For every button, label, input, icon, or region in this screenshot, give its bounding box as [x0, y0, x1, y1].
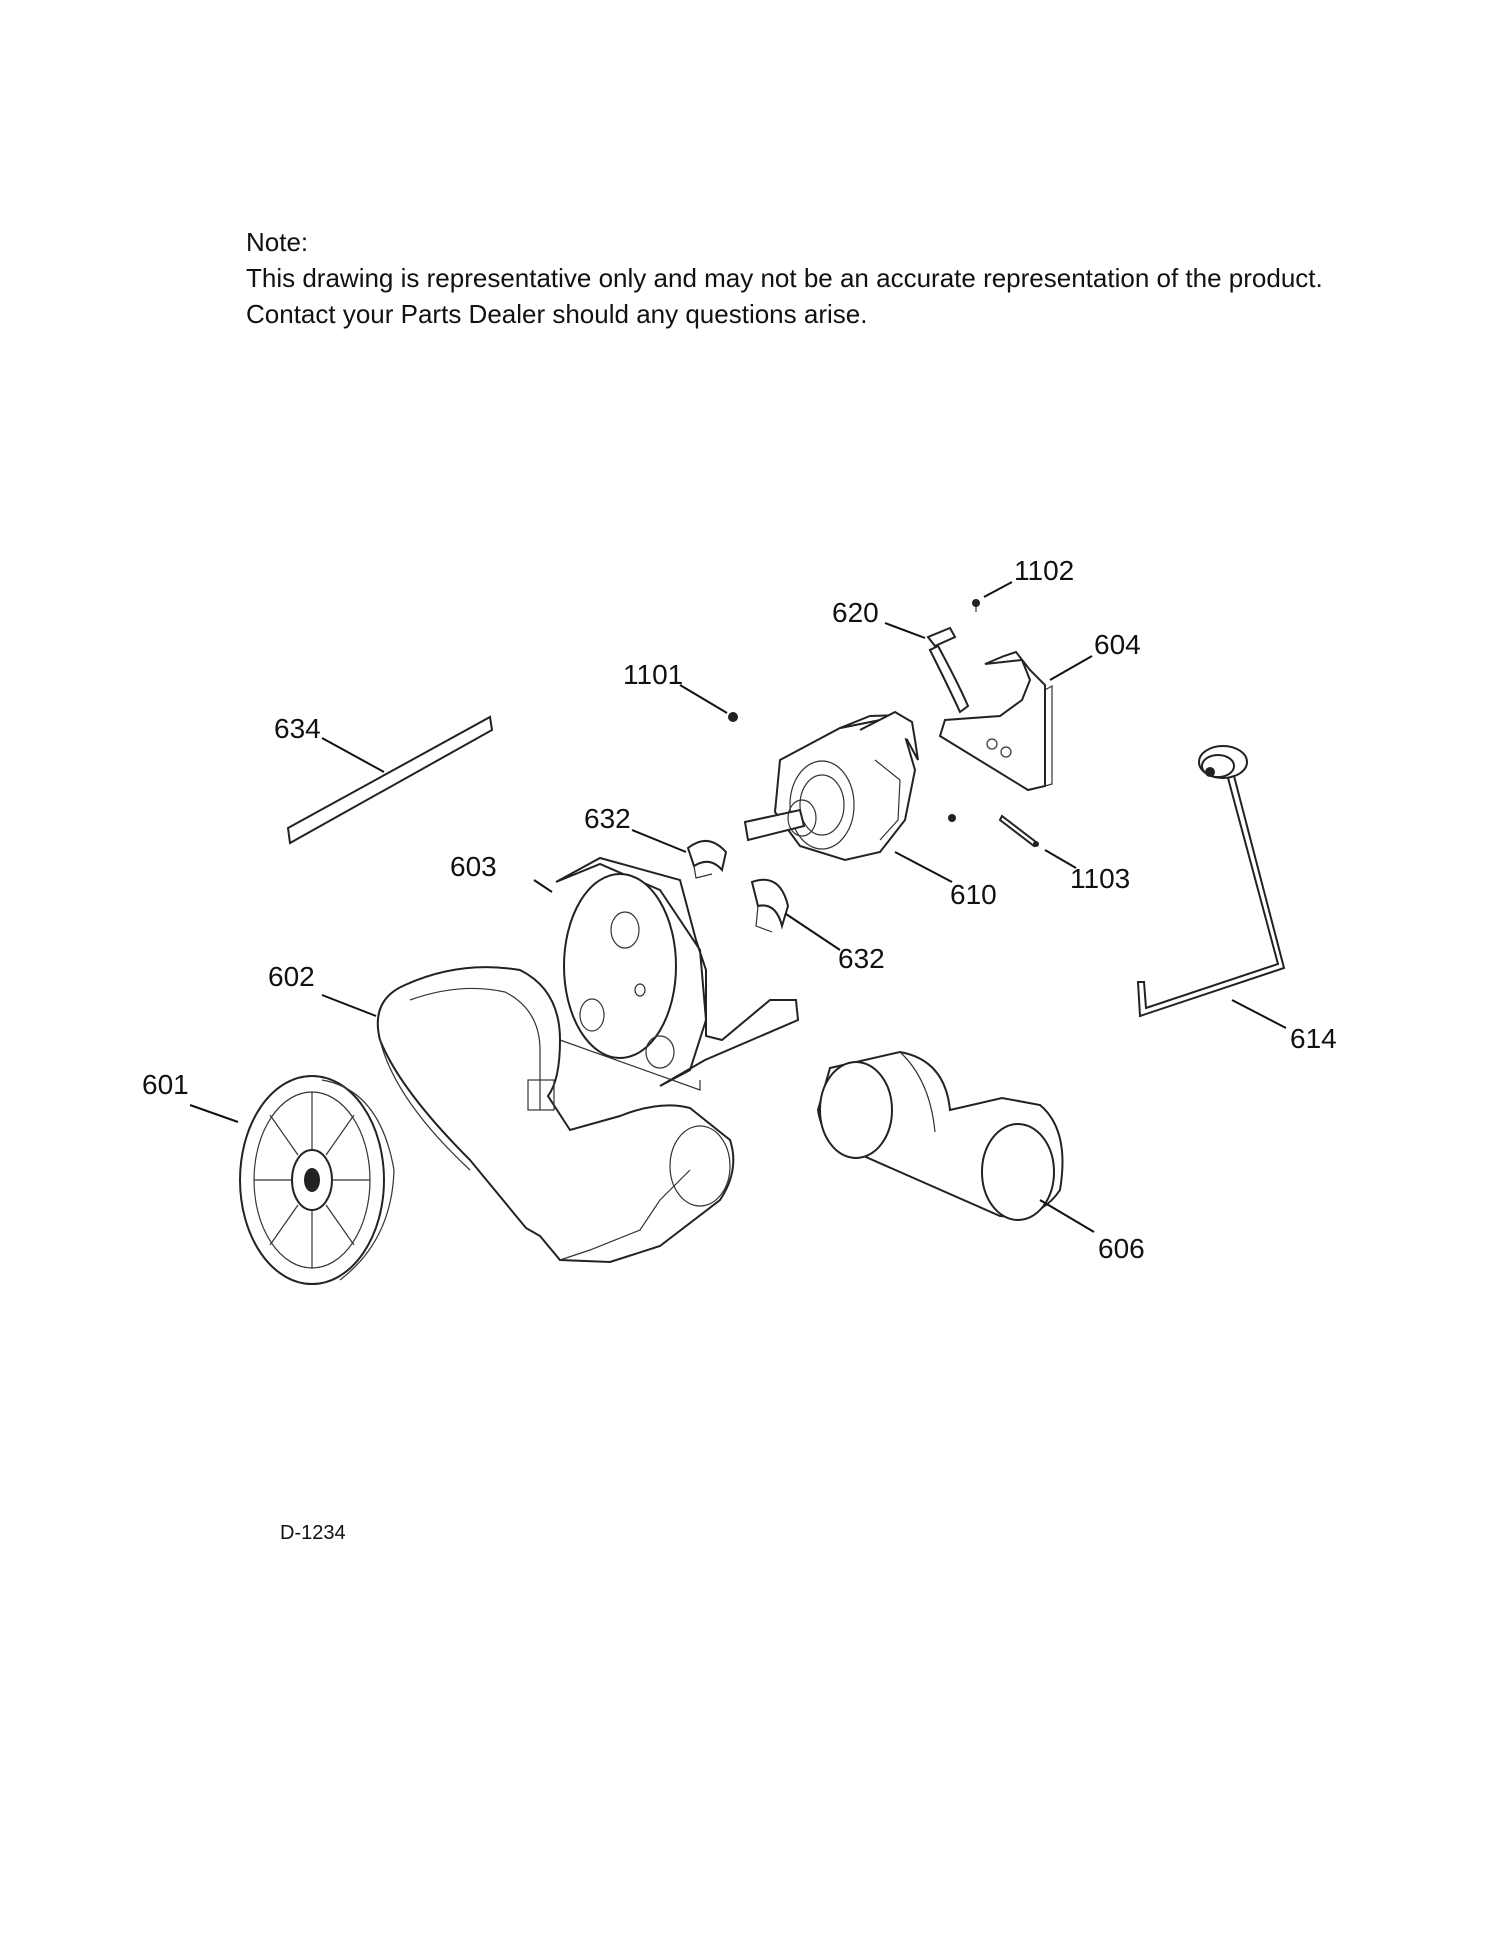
part-601-blower-wheel [189, 1075, 395, 1285]
callout-604: 604 [1094, 629, 1141, 660]
note-heading: Note: [246, 227, 309, 257]
callout-602: 602 [268, 961, 315, 992]
note-line-1: This drawing is representative only and … [246, 263, 1323, 293]
callout-634: 634 [274, 713, 321, 744]
callout-601: 601 [142, 1069, 189, 1100]
part-1102-screw [972, 581, 1013, 612]
callout-614: 614 [1290, 1023, 1337, 1054]
callout-632-upper: 632 [584, 803, 631, 834]
callout-632-lower: 632 [838, 943, 885, 974]
part-610-motor [743, 710, 953, 883]
part-632-lower-clip [750, 878, 841, 951]
callout-1103: 1103 [1070, 863, 1130, 894]
part-620-switch [884, 622, 970, 714]
part-1101-screw [679, 684, 738, 722]
part-603-mount-plate [533, 856, 800, 1091]
callout-1102: 1102 [1014, 555, 1074, 586]
part-634-strip [286, 715, 494, 845]
drawing-code: D-1234 [280, 1522, 346, 1544]
callout-610: 610 [950, 879, 997, 910]
part-1103-bolt [948, 814, 1077, 869]
part-602-blower-housing [321, 966, 735, 1264]
part-606-exhaust-duct [816, 1050, 1095, 1233]
note-line-2: Contact your Parts Dealer should any que… [246, 299, 868, 329]
callout-1101: 1101 [623, 659, 683, 690]
callout-603: 603 [450, 851, 497, 882]
part-632-upper-clip [631, 829, 728, 879]
part-614-idler [1136, 745, 1287, 1029]
callout-606: 606 [1098, 1233, 1145, 1264]
part-604-bracket [938, 650, 1093, 792]
disclaimer-note: Note: This drawing is representative onl… [246, 224, 1323, 332]
callout-620: 620 [832, 597, 879, 628]
